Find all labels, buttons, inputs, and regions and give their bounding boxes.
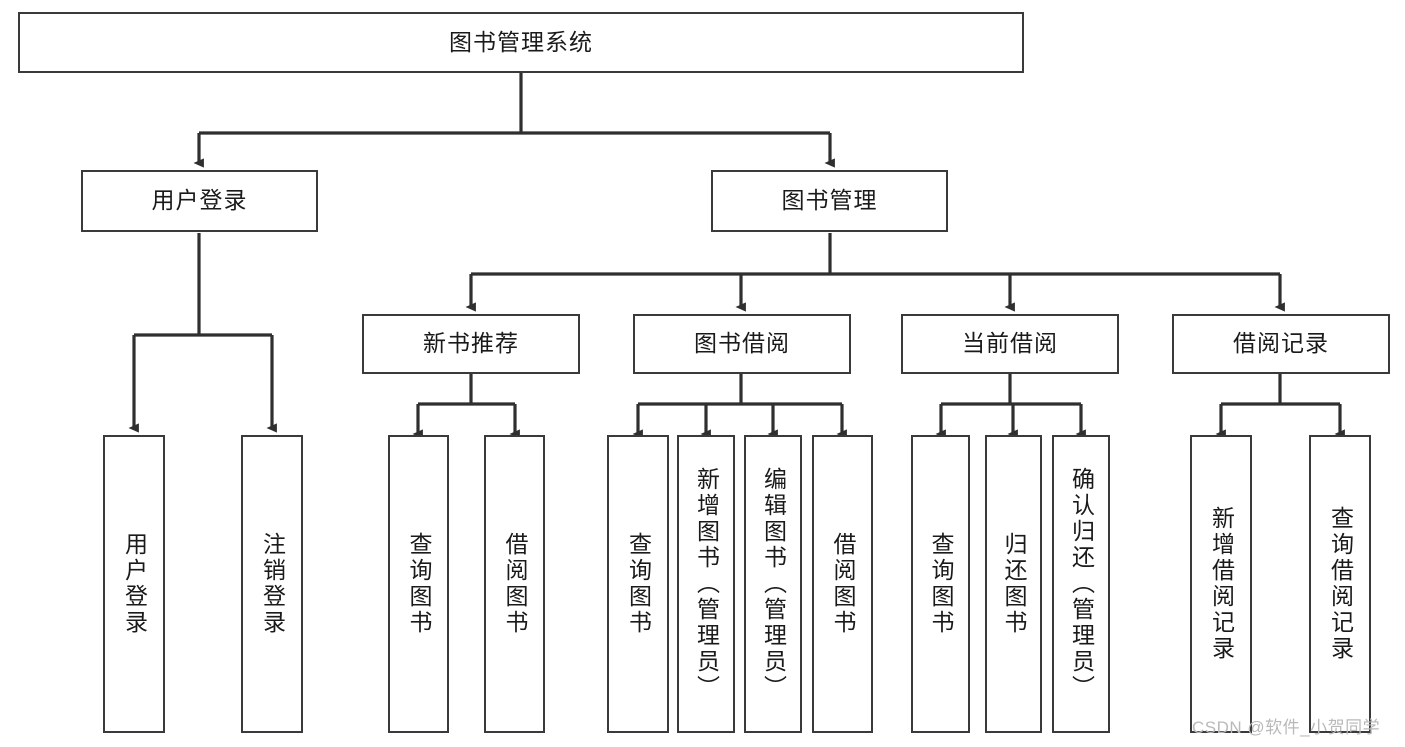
node-label: 新书推荐 bbox=[423, 330, 519, 357]
leaf-add-borrow-record[interactable]: 新增借阅记录 bbox=[1190, 435, 1252, 733]
node-user-login[interactable]: 用户登录 bbox=[81, 170, 318, 232]
node-book-management[interactable]: 图书管理 bbox=[711, 170, 948, 232]
leaf-logout-login[interactable]: 注销登录 bbox=[241, 435, 303, 733]
node-label: 当前借阅 bbox=[962, 330, 1058, 357]
node-label: 借阅记录 bbox=[1233, 330, 1329, 357]
node-label: 查询借阅记录 bbox=[1327, 506, 1354, 662]
node-label: 查询图书 bbox=[928, 532, 954, 636]
node-label: 用户登录 bbox=[121, 532, 148, 636]
node-label: 编辑图书（管理员） bbox=[760, 467, 787, 701]
leaf-return-book[interactable]: 归还图书 bbox=[985, 435, 1042, 733]
leaf-user-login[interactable]: 用户登录 bbox=[103, 435, 165, 733]
node-current-borrow[interactable]: 当前借阅 bbox=[901, 314, 1119, 374]
node-label: 查询图书 bbox=[406, 532, 432, 636]
node-new-book-recommend[interactable]: 新书推荐 bbox=[362, 314, 580, 374]
node-label: 图书借阅 bbox=[694, 330, 790, 357]
leaf-borrow-book-borrow[interactable]: 借阅图书 bbox=[812, 435, 873, 733]
leaf-query-borrow-record[interactable]: 查询借阅记录 bbox=[1309, 435, 1371, 733]
leaf-query-book-current[interactable]: 查询图书 bbox=[911, 435, 970, 733]
node-label: 图书管理 bbox=[781, 187, 878, 214]
node-borrow-record[interactable]: 借阅记录 bbox=[1172, 314, 1390, 374]
leaf-add-book-admin[interactable]: 新增图书（管理员） bbox=[677, 435, 735, 733]
leaf-borrow-book-recommend[interactable]: 借阅图书 bbox=[484, 435, 545, 733]
node-label: 新增借阅记录 bbox=[1208, 506, 1235, 662]
node-label: 借阅图书 bbox=[502, 532, 528, 636]
node-label: 借阅图书 bbox=[830, 532, 856, 636]
leaf-query-book-borrow[interactable]: 查询图书 bbox=[607, 435, 669, 733]
leaf-edit-book-admin[interactable]: 编辑图书（管理员） bbox=[744, 435, 802, 733]
node-label: 注销登录 bbox=[259, 532, 286, 636]
node-label: 用户登录 bbox=[151, 187, 248, 214]
leaf-confirm-return-admin[interactable]: 确认归还（管理员） bbox=[1052, 435, 1110, 733]
node-label: 查询图书 bbox=[625, 532, 652, 636]
node-label: 确认归还（管理员） bbox=[1068, 467, 1095, 701]
leaf-query-book-recommend[interactable]: 查询图书 bbox=[388, 435, 449, 733]
node-book-borrow[interactable]: 图书借阅 bbox=[633, 314, 851, 374]
node-label: 新增图书（管理员） bbox=[693, 467, 720, 701]
node-label: 图书管理系统 bbox=[449, 28, 593, 55]
node-label: 归还图书 bbox=[1001, 532, 1027, 636]
csdn-watermark: CSDN @软件_小贺同学 bbox=[1192, 718, 1381, 737]
node-root-book-management-system[interactable]: 图书管理系统 bbox=[18, 12, 1024, 73]
